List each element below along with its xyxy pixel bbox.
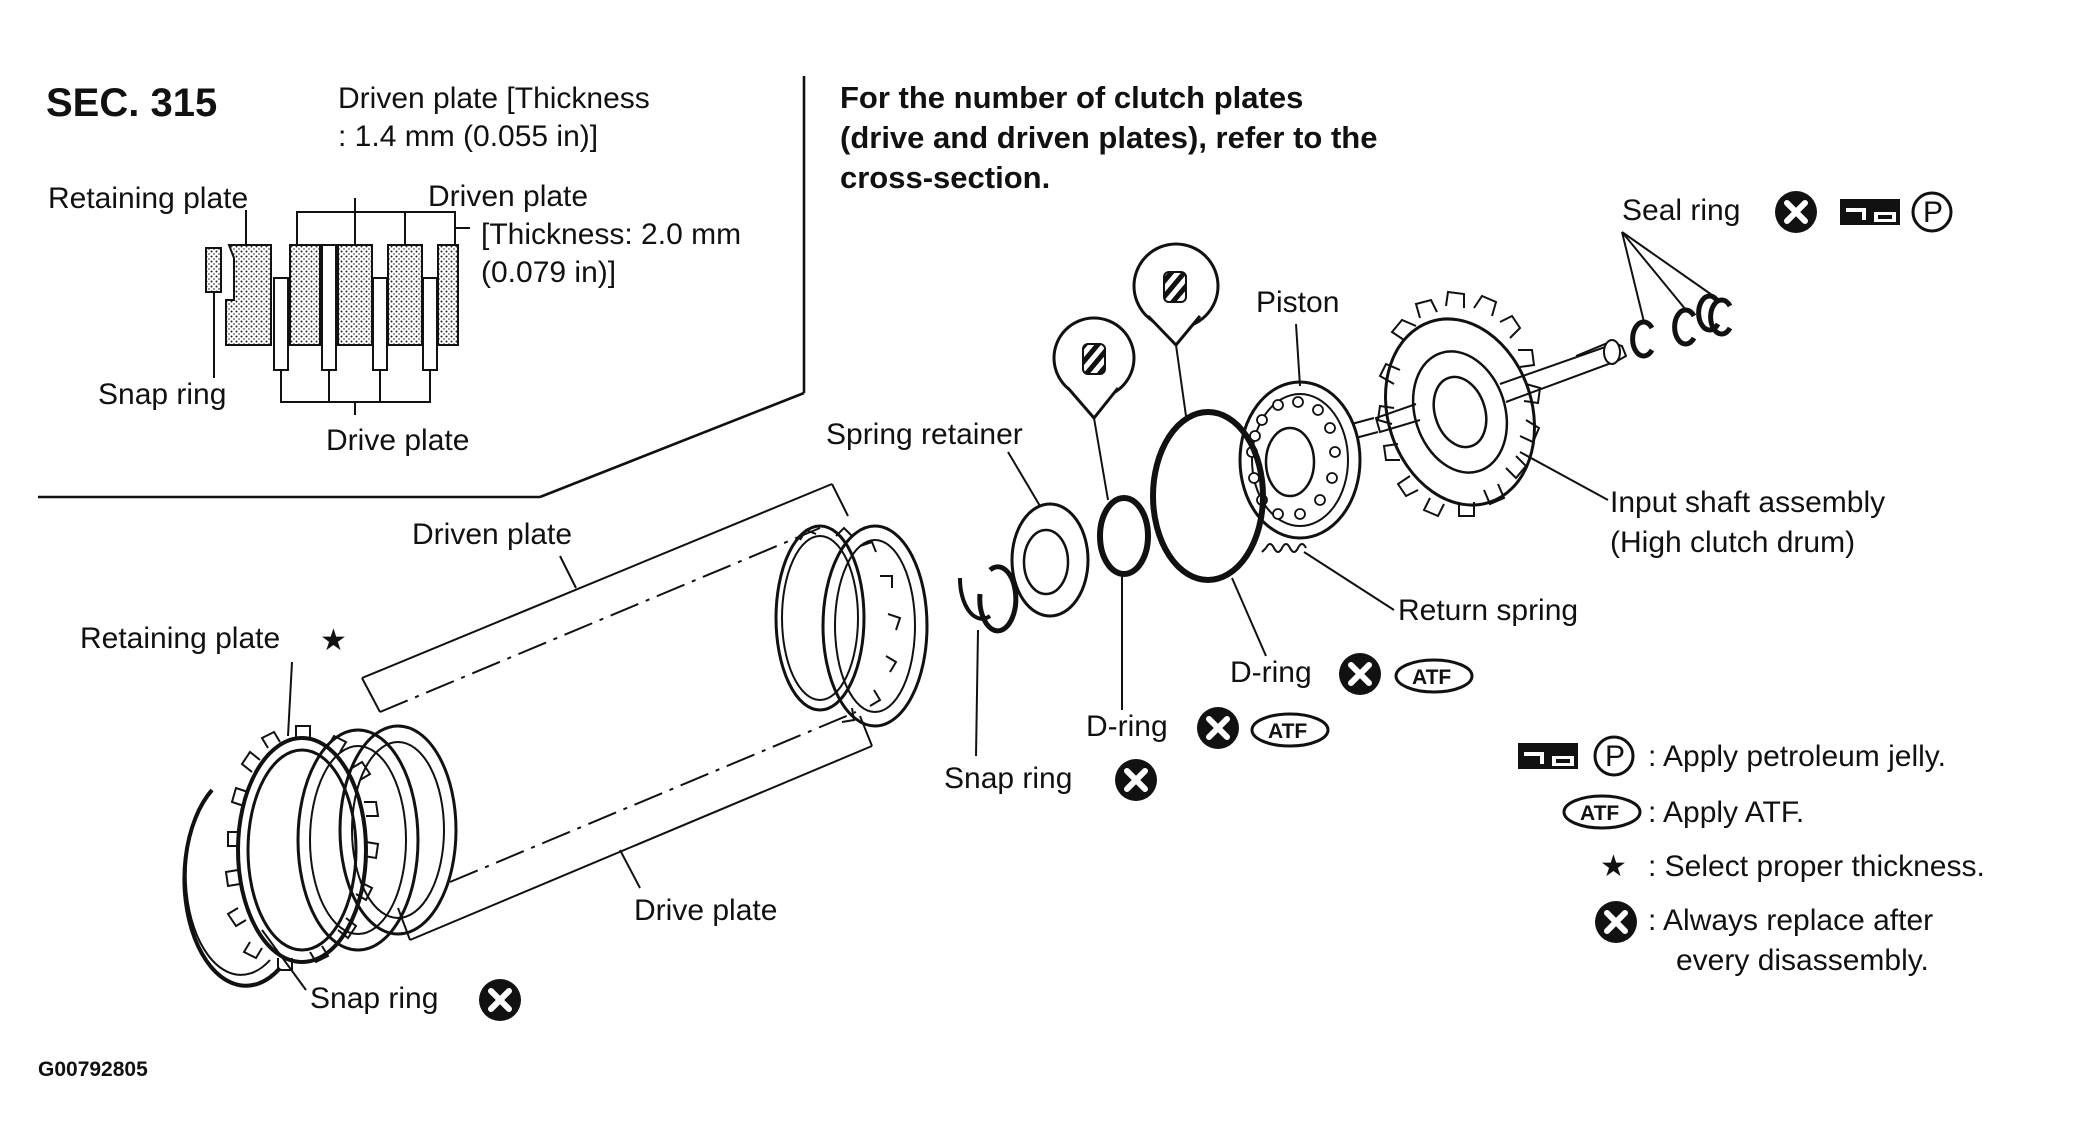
- input-shaft-assembly: [1339, 290, 1628, 518]
- d-ring-small: [1052, 316, 1151, 577]
- return-spring-label: Return spring: [1398, 594, 1578, 627]
- p-letter: P: [1605, 740, 1625, 773]
- piston: [1238, 380, 1362, 540]
- snap-ring-mid: [957, 564, 1019, 634]
- star-icon: ★: [320, 624, 347, 657]
- legend: P : Apply petroleum jelly. ATF : Apply A…: [1518, 735, 1985, 977]
- legend-item-1: : Apply petroleum jelly.: [1648, 740, 1946, 773]
- inset-driven-thin-label-2: : 1.4 mm (0.055 in)]: [338, 120, 598, 153]
- inset-driven-thin-label-1: Driven plate [Thickness: [338, 82, 650, 115]
- inset-snap-label: Snap ring: [98, 378, 226, 411]
- driven-plate-label: Driven plate: [412, 518, 572, 551]
- piston-label: Piston: [1256, 286, 1339, 319]
- d-ring-large: [1132, 242, 1266, 583]
- drive-plate-label: Drive plate: [634, 894, 777, 927]
- seal-ring-label: Seal ring: [1622, 194, 1740, 227]
- replace-icon: [1595, 901, 1637, 943]
- seal-ring-group: [1621, 231, 1733, 359]
- section-code: SEC. 315: [46, 81, 217, 125]
- replace-icon: [479, 979, 521, 1021]
- inset-driven-thick-label-2: [Thickness: 2.0 mm: [481, 218, 741, 251]
- replace-icon: [1339, 653, 1381, 695]
- atf-text: ATF: [1268, 720, 1307, 743]
- inset-drive-label: Drive plate: [326, 424, 469, 457]
- snap-ring-bottom-label: Snap ring: [310, 982, 438, 1015]
- snap-ring-mid-label: Snap ring: [944, 762, 1072, 795]
- legend-item-4: : Always replace after: [1648, 904, 1933, 937]
- legend-item-3: : Select proper thickness.: [1648, 850, 1985, 883]
- star-icon: ★: [1600, 850, 1627, 883]
- atf-text: ATF: [1580, 802, 1619, 825]
- figure-code: G00792805: [38, 1058, 148, 1081]
- cross-section-diagram: [205, 198, 470, 415]
- retaining-plate-label: Retaining plate: [80, 622, 280, 655]
- inset-retaining-label: Retaining plate: [48, 182, 248, 215]
- legend-item-2: : Apply ATF.: [1648, 796, 1804, 829]
- note-line-1: For the number of clutch plates: [840, 80, 1303, 115]
- spring-retainer: [1010, 502, 1090, 618]
- petroleum-jelly-icon: [1518, 743, 1578, 769]
- atf-text: ATF: [1412, 666, 1451, 689]
- inset-driven-thick-label-1: Driven plate: [428, 180, 588, 213]
- d-ring-large-label: D-ring: [1230, 656, 1312, 689]
- petroleum-jelly-icon: [1840, 199, 1900, 225]
- note-line-3: cross-section.: [840, 160, 1050, 195]
- legend-item-5: every disassembly.: [1676, 944, 1929, 977]
- clutch-pack: [182, 483, 929, 988]
- return-spring: [1261, 543, 1307, 553]
- note-line-2: (drive and driven plates), refer to the: [840, 120, 1377, 155]
- replace-icon: [1775, 191, 1817, 233]
- inset-driven-thick-label-3: (0.079 in)]: [481, 256, 616, 289]
- replace-icon: [1197, 707, 1239, 749]
- replace-icon: [1115, 759, 1157, 801]
- input-shaft-label-2: (High clutch drum): [1610, 526, 1855, 559]
- inset-frame: [38, 76, 806, 499]
- p-letter: P: [1923, 196, 1943, 229]
- input-shaft-label-1: Input shaft assembly: [1610, 486, 1885, 519]
- spring-retainer-label: Spring retainer: [826, 418, 1023, 451]
- d-ring-small-label: D-ring: [1086, 710, 1168, 743]
